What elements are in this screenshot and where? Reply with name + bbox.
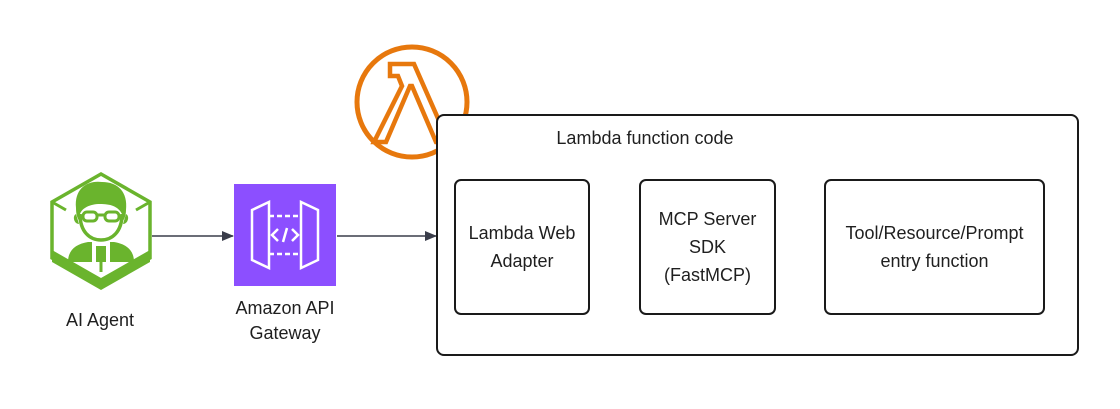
mcp-server-sdk-label: MCP Server SDK (FastMCP) <box>658 209 757 285</box>
api-gateway-icon <box>234 184 336 286</box>
entry-function-label: Tool/Resource/Prompt entry function <box>845 223 1024 271</box>
ai-agent-label: AI Agent <box>65 310 135 330</box>
entry-function-box: Tool/Resource/Prompt entry function <box>824 179 1045 315</box>
container-title: Lambda function code <box>556 128 734 148</box>
api-gateway-label: Amazon API Gateway <box>235 298 335 343</box>
mcp-server-sdk-box: MCP Server SDK (FastMCP) <box>639 179 776 315</box>
lambda-web-adapter-box: Lambda Web Adapter <box>454 179 590 315</box>
lambda-web-adapter-label: Lambda Web Adapter <box>468 223 576 271</box>
ai-agent-icon <box>50 171 152 290</box>
